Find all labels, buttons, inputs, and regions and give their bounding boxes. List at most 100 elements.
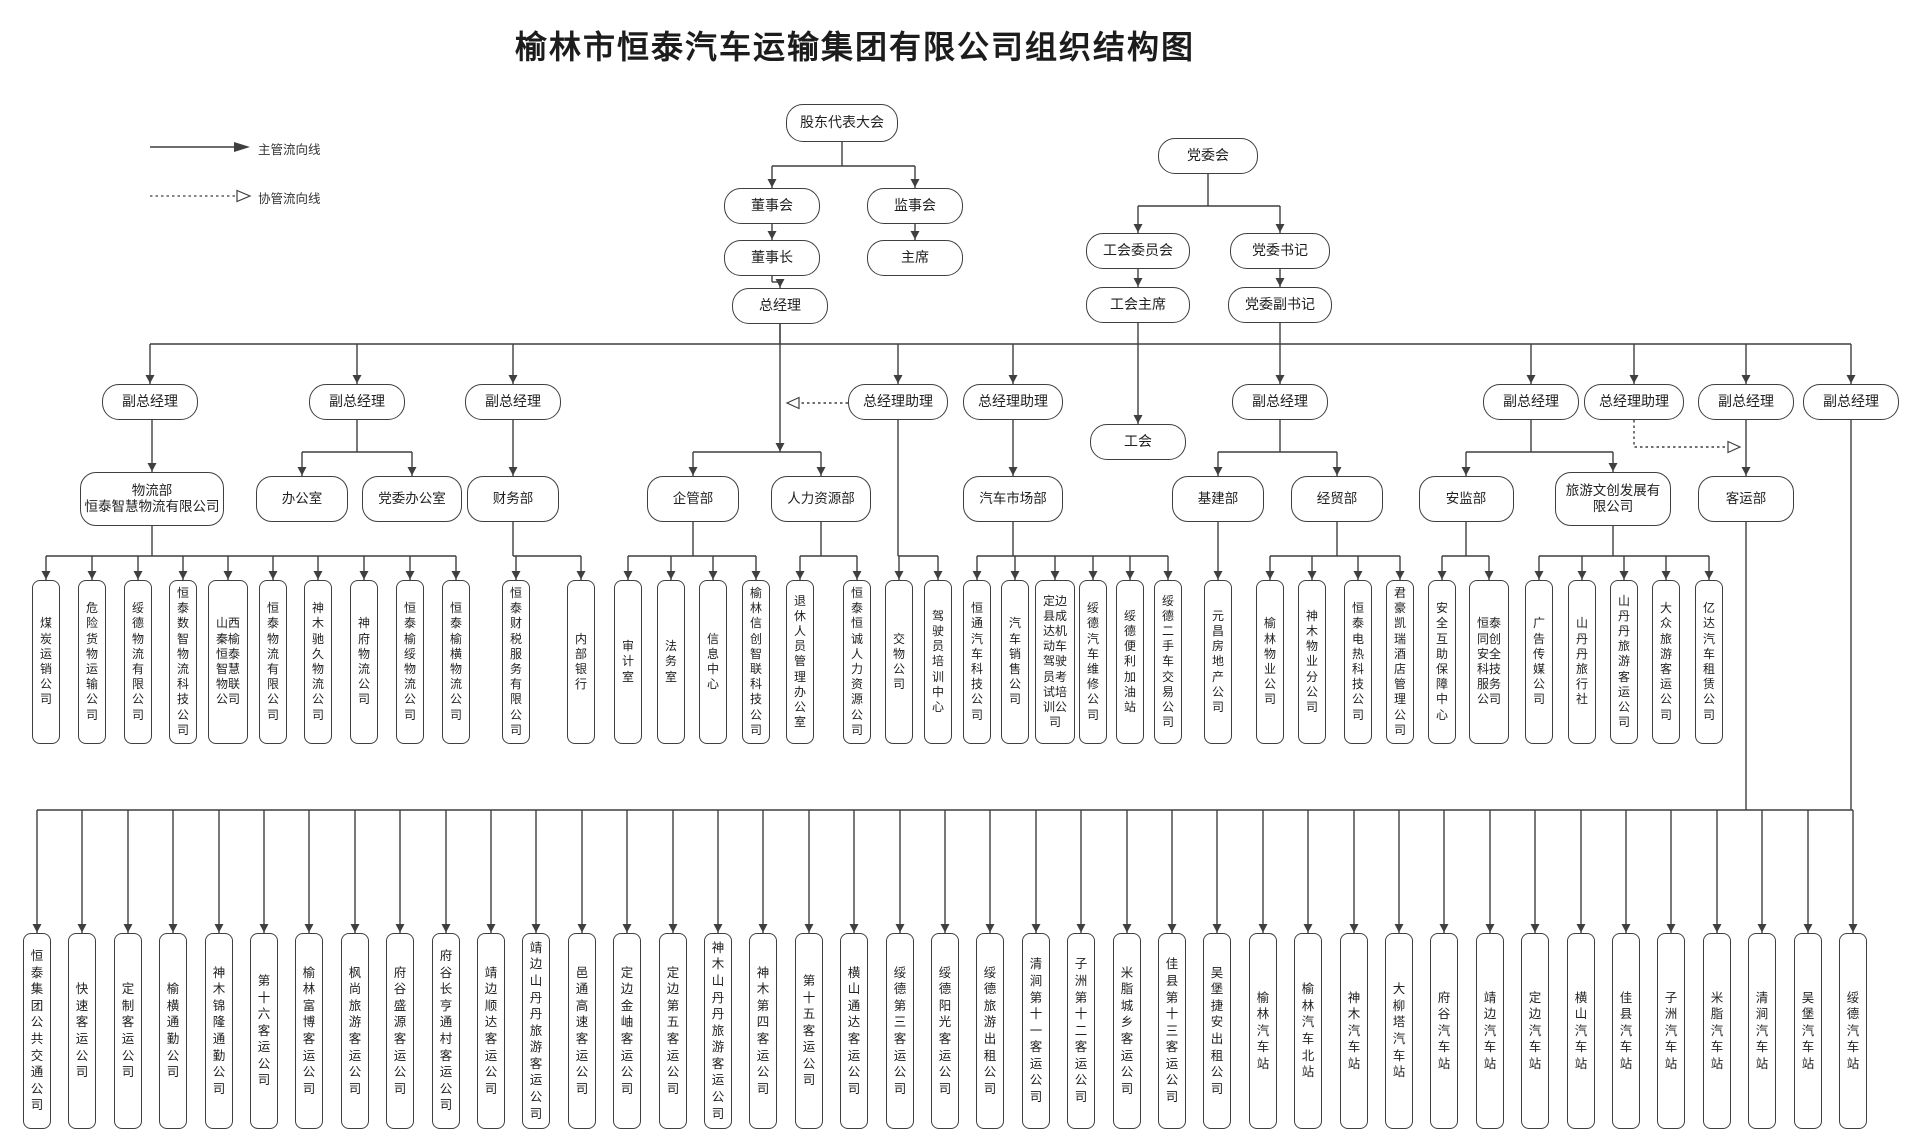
org-node-qcscb: 汽车市场部 <box>963 476 1063 522</box>
org-node-l6: 恒泰物流有限公司 <box>259 580 287 744</box>
org-node-fzjl5: 副总经理 <box>1483 384 1579 420</box>
org-node-lywc: 旅游文创发展有 限公司 <box>1555 472 1671 526</box>
org-node-l9: 恒泰榆绥物流公司 <box>396 580 424 744</box>
org-node-b36: 佳县汽车站 <box>1612 933 1640 1129</box>
org-node-dwbgs: 党委办公室 <box>362 476 462 522</box>
org-node-l30: 恒泰电热科技公司 <box>1344 580 1372 744</box>
org-node-zhuxi: 主席 <box>867 240 963 276</box>
org-node-b19: 横山通达客运公司 <box>840 933 868 1129</box>
org-node-dwfsj: 党委副书记 <box>1228 287 1332 323</box>
org-node-fzjl6: 副总经理 <box>1698 384 1794 420</box>
org-node-cwb: 财务部 <box>467 476 559 522</box>
org-node-zjlzl1: 总经理助理 <box>848 384 948 420</box>
org-node-l16: 榆林信创智联科技公司 <box>742 580 770 744</box>
org-node-l10: 恒泰榆横物流公司 <box>442 580 470 744</box>
legend-icons <box>150 142 252 203</box>
org-node-l37: 大众旅游客运公司 <box>1652 580 1680 744</box>
org-node-b35: 横山汽车站 <box>1567 933 1595 1129</box>
org-node-b24: 子洲第十二客运公司 <box>1067 933 1095 1129</box>
org-node-b2: 快速客运公司 <box>68 933 96 1129</box>
org-node-ghwyh: 工会委员会 <box>1086 233 1190 269</box>
org-node-qgb: 企管部 <box>647 476 739 522</box>
org-node-dsh: 董事会 <box>724 188 820 224</box>
org-node-l19: 交物公司 <box>885 580 913 744</box>
org-node-b5: 神木锦隆通勤公司 <box>205 933 233 1129</box>
org-node-l18: 恒泰恒诚人力资源公司 <box>843 580 871 744</box>
org-node-jmb: 经贸部 <box>1291 476 1383 522</box>
org-node-b9: 府谷盛源客运公司 <box>386 933 414 1129</box>
org-node-b37: 子洲汽车站 <box>1657 933 1685 1129</box>
org-node-b17: 神木第四客运公司 <box>749 933 777 1129</box>
org-node-l13: 审计室 <box>614 580 642 744</box>
org-node-l25: 绥德便利加油站 <box>1116 580 1144 744</box>
org-node-l24: 绥德汽车维修公司 <box>1079 580 1107 744</box>
legend-assist-flow-label: 协管流向线 <box>258 192 321 206</box>
org-node-b10: 府谷长亨通村客运公司 <box>432 933 460 1129</box>
org-node-b22: 绥德旅游出租公司 <box>976 933 1004 1129</box>
org-node-l21: 恒通汽车科技公司 <box>963 580 991 744</box>
org-node-fzjl2: 副总经理 <box>309 384 405 420</box>
org-node-l22: 汽车销售公司 <box>1001 580 1029 744</box>
org-node-zjlzl3: 总经理助理 <box>1584 384 1684 420</box>
org-node-rlzyb: 人力资源部 <box>771 476 871 522</box>
org-node-l15: 信息中心 <box>699 580 727 744</box>
org-node-jjb: 基建部 <box>1172 476 1264 522</box>
org-node-l33: 恒泰同创安全科技服务公司 <box>1469 580 1509 744</box>
org-node-b11: 靖边顺达客运公司 <box>477 933 505 1129</box>
org-node-b30: 神木汽车站 <box>1340 933 1368 1129</box>
org-node-b6: 第十六客运公司 <box>250 933 278 1129</box>
org-node-l12: 内部银行 <box>567 580 595 744</box>
org-node-b18: 第十五客运公司 <box>795 933 823 1129</box>
page-title: 榆林市恒泰汽车运输集团有限公司组织结构图 <box>514 29 1195 65</box>
org-node-fzjl4: 副总经理 <box>1232 384 1328 420</box>
org-node-b8: 枫尚旅游客运公司 <box>341 933 369 1129</box>
legend-main-flow-label: 主管流向线 <box>258 143 321 157</box>
org-node-b3: 定制客运公司 <box>114 933 142 1129</box>
org-node-l20: 驾驶员培训中心 <box>924 580 952 744</box>
org-node-zjl: 总经理 <box>732 288 828 324</box>
edges-assist-flow <box>785 396 1742 454</box>
org-node-zjlzl2: 总经理助理 <box>963 384 1063 420</box>
org-node-l35: 山丹丹旅行社 <box>1568 580 1596 744</box>
org-node-gudong: 股东代表大会 <box>786 104 898 142</box>
org-node-jsh: 监事会 <box>867 188 963 224</box>
org-node-b26: 佳县第十三客运公司 <box>1158 933 1186 1129</box>
legend-main-flow-arrow-icon <box>234 142 250 152</box>
org-node-b15: 定边第五客运公司 <box>659 933 687 1129</box>
org-node-b20: 绥德第三客运公司 <box>886 933 914 1129</box>
org-node-b14: 定边金岫客运公司 <box>613 933 641 1129</box>
org-node-b21: 绥德阳光客运公司 <box>931 933 959 1129</box>
org-node-l17: 退休人员管理办公室 <box>786 580 814 744</box>
org-node-l8: 神府物流公司 <box>350 580 378 744</box>
org-node-b4: 榆横通勤公司 <box>159 933 187 1129</box>
org-node-l27: 元昌房地产公司 <box>1204 580 1232 744</box>
org-node-l32: 安全互助保障中心 <box>1428 580 1456 744</box>
org-node-b41: 绥德汽车站 <box>1839 933 1867 1129</box>
org-node-ajb: 安监部 <box>1418 476 1514 522</box>
org-node-fzjl3: 副总经理 <box>465 384 561 420</box>
org-node-l38: 亿达汽车租赁公司 <box>1695 580 1723 744</box>
org-node-gonghui: 工会 <box>1090 424 1186 460</box>
org-node-l31: 君豪凯瑞酒店管理公司 <box>1386 580 1414 744</box>
org-node-dwh: 党委会 <box>1158 138 1258 174</box>
org-node-l29: 神木物业分公司 <box>1298 580 1326 744</box>
org-node-l28: 榆林物业公司 <box>1256 580 1284 744</box>
org-node-l14: 法务室 <box>657 580 685 744</box>
org-node-b32: 府谷汽车站 <box>1430 933 1458 1129</box>
org-node-b28: 榆林汽车站 <box>1249 933 1277 1129</box>
org-node-l3: 绥德物流有限公司 <box>124 580 152 744</box>
org-node-l2: 危险货物运输公司 <box>78 580 106 744</box>
org-node-l11: 恒泰财税服务有限公司 <box>502 580 530 744</box>
org-node-l26: 绥德二手车交易公司 <box>1154 580 1182 744</box>
org-node-bgs: 办公室 <box>256 476 348 522</box>
org-node-b40: 吴堡汽车站 <box>1794 933 1822 1129</box>
org-node-b23: 清涧第十一客运公司 <box>1022 933 1050 1129</box>
org-node-b12: 靖边山丹丹旅游客运公司 <box>522 933 550 1129</box>
org-node-wlb: 物流部 恒泰智慧物流有限公司 <box>80 472 224 526</box>
org-node-l1: 煤炭运销公司 <box>32 580 60 744</box>
org-node-b16: 神木山丹丹旅游客运公司 <box>704 933 732 1129</box>
org-node-b7: 榆林富博客运公司 <box>295 933 323 1129</box>
org-node-fzjl1: 副总经理 <box>102 384 198 420</box>
org-node-l5: 山西秦榆恒泰智慧物联公司 <box>208 580 248 744</box>
